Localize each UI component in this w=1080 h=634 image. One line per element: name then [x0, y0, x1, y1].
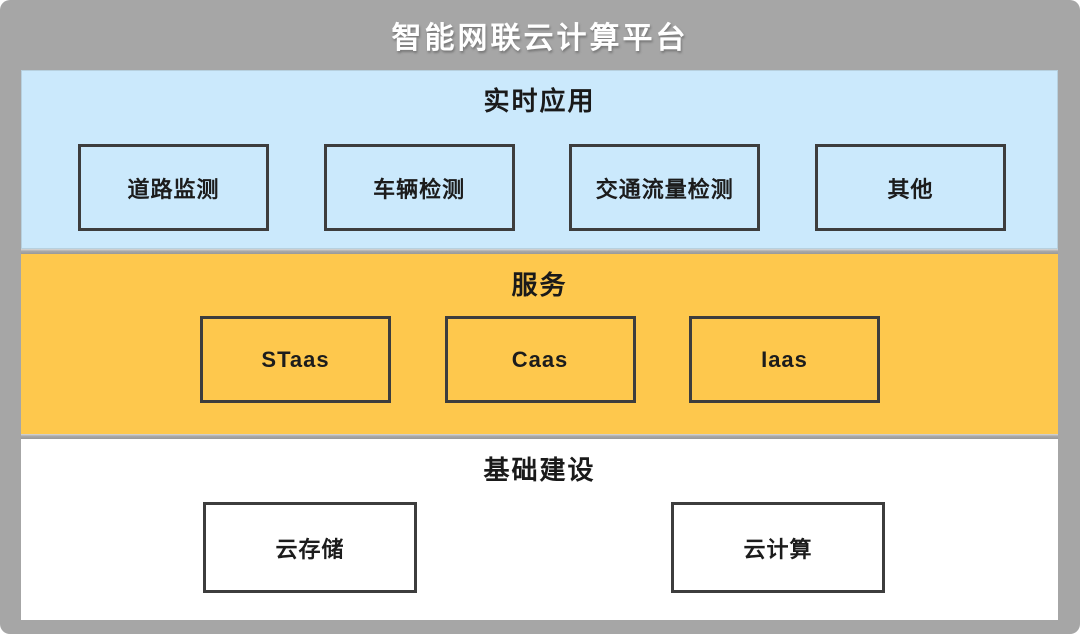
- title-band: 智能网联云计算平台: [0, 0, 1080, 70]
- box-other: 其他: [814, 144, 1006, 231]
- diagram-title: 智能网联云计算平台: [391, 22, 689, 55]
- layer-services-header: 服务: [511, 270, 568, 300]
- services-box-row: STaas Caas Iaas: [21, 316, 1058, 403]
- layer-realtime-apps: 实时应用 道路监测 车辆检测 交通流量检测 其他: [21, 70, 1058, 249]
- layer-infrastructure: 基础建设 云存储 云计算: [21, 439, 1058, 620]
- layer-separator: [21, 434, 1058, 439]
- box-cloud-storage: 云存储: [203, 502, 417, 593]
- box-staas: STaas: [200, 316, 391, 403]
- diagram-content: 实时应用 道路监测 车辆检测 交通流量检测 其他 服务 STaas Caas I…: [21, 70, 1058, 620]
- box-cloud-computing: 云计算: [671, 502, 885, 593]
- layer-services: 服务 STaas Caas Iaas: [21, 254, 1058, 434]
- layer-infrastructure-header: 基础建设: [483, 455, 596, 485]
- box-vehicle-detection: 车辆检测: [323, 144, 515, 231]
- box-caas: Caas: [444, 316, 636, 403]
- box-traffic-flow-detection: 交通流量检测: [569, 144, 761, 231]
- box-road-monitoring: 道路监测: [78, 144, 269, 231]
- infrastructure-box-row: 云存储 云计算: [21, 502, 1058, 593]
- layer-separator: [21, 249, 1058, 254]
- realtime-box-row: 道路监测 车辆检测 交通流量检测 其他: [21, 144, 1058, 231]
- layer-realtime-apps-header: 实时应用: [483, 86, 596, 116]
- box-iaas: Iaas: [689, 316, 880, 403]
